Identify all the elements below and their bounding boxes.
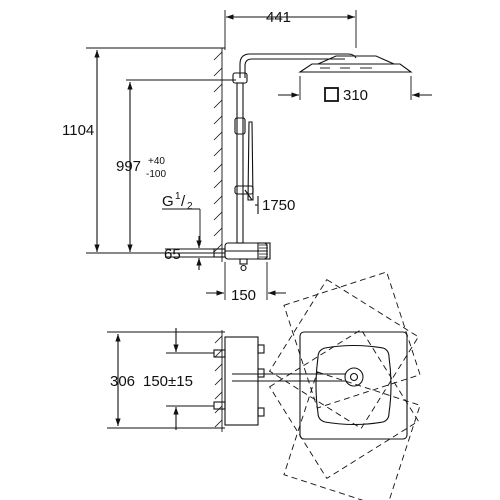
head-center-disc	[344, 367, 364, 387]
dim-hand-shower-height: 1750	[262, 197, 295, 214]
head-center-hub	[349, 372, 359, 382]
thermostat-plan	[224, 336, 259, 426]
wall-hatch-elevation	[213, 48, 223, 262]
overhead-shower	[232, 53, 413, 84]
dim-projection: 150	[231, 287, 256, 304]
dim-bar-tol-upper: +40	[148, 156, 165, 167]
thermostat-body	[213, 242, 271, 272]
knob-plan-mid	[257, 368, 265, 378]
dim-inlet-height: 65	[164, 246, 181, 263]
dim-total-height: 1104	[62, 122, 94, 139]
dim-bar-tol-lower: -100	[146, 169, 166, 180]
dim-bar-height: 997	[116, 158, 141, 175]
inlet-plan-top	[213, 349, 226, 358]
inlet-plan-bottom	[213, 401, 226, 410]
knob-plan-top	[257, 344, 265, 354]
dim-plan-centers: 150±15	[143, 373, 193, 390]
riser-bar	[234, 82, 254, 244]
knob-plan-bottom	[257, 407, 265, 417]
swivel-range	[268, 271, 421, 500]
square-icon	[324, 87, 339, 102]
head-plan	[299, 331, 408, 440]
plan-view: 306 150±15	[107, 271, 421, 500]
dim-thread-den: 2	[187, 201, 193, 212]
dim-arm-length: 441	[266, 9, 291, 26]
dim-thread-num: 1	[175, 191, 181, 202]
dim-head-size: 310	[343, 87, 368, 104]
elevation-view: 441 1104 997 +40 -100 310	[62, 9, 432, 304]
dim-plan-width: 306	[110, 373, 135, 390]
head-plan-inner	[315, 344, 392, 426]
dim-thread: G	[162, 193, 174, 210]
dim-thread-slash: /	[181, 193, 186, 210]
